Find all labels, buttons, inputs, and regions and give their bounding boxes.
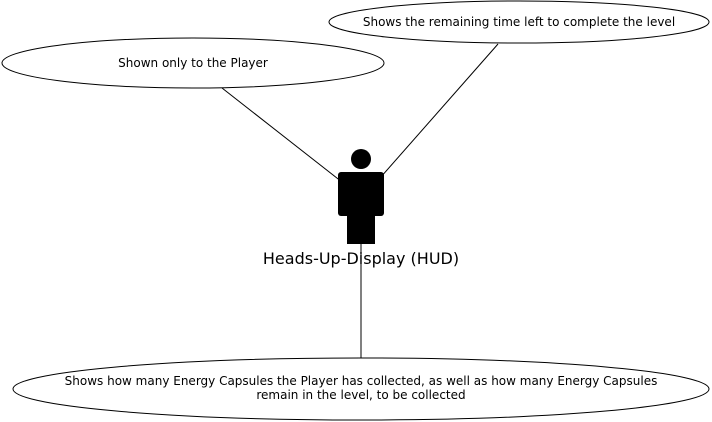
person-icon [338,149,384,244]
note-remaining-time[interactable]: Shows the remaining time left to complet… [328,0,710,44]
note-energy-capsules-text-line2: remain in the level, to be collected [256,388,465,402]
connector-player-only [221,87,343,183]
note-energy-capsules-text-line1: Shows how many Energy Capsules the Playe… [65,374,658,388]
note-remaining-time-ellipse [328,0,710,44]
note-energy-capsules-ellipse [12,357,710,421]
note-player-only-text: Shown only to the Player [118,56,268,70]
note-remaining-time-text: Shows the remaining time left to complet… [363,15,675,29]
actor-label: Heads-Up-Display (HUD) [263,249,459,268]
note-player-only-ellipse [1,37,385,89]
actor-hud[interactable]: Heads-Up-Display (HUD) [263,149,459,268]
note-energy-capsules[interactable]: Shows how many Energy Capsules the Playe… [12,357,710,421]
connector-remaining-time [379,43,499,179]
note-player-only[interactable]: Shown only to the Player [1,37,385,89]
